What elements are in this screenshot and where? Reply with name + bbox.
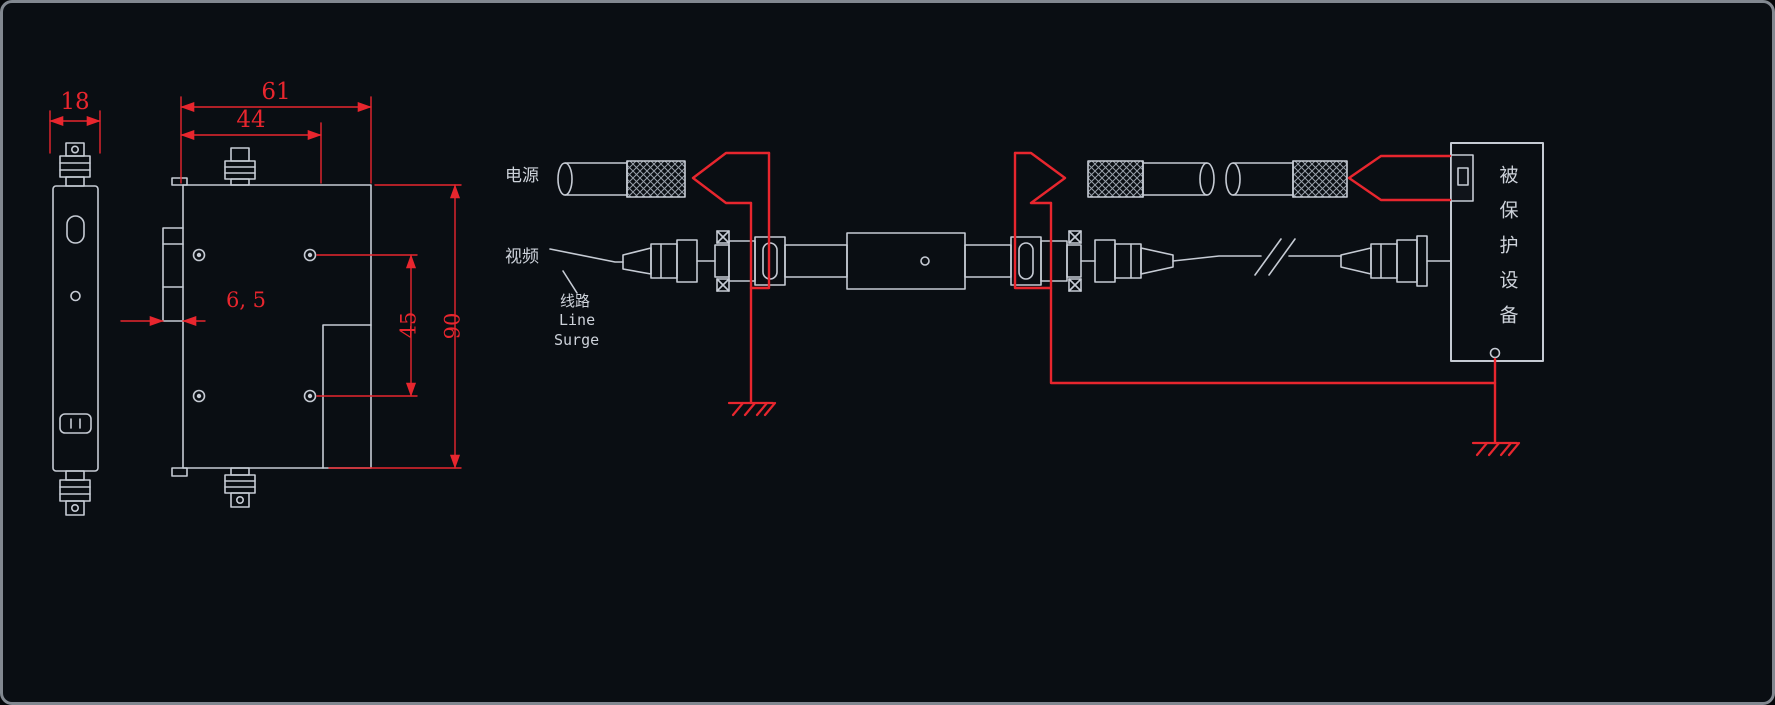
protected-device-label: 被保护设备	[1496, 165, 1519, 340]
protected-device-box	[1450, 142, 1544, 362]
line-surge-label-en: Line	[559, 311, 596, 329]
dim-label-hole-pitch: 45	[396, 311, 421, 339]
dim-label-height: 90	[440, 312, 465, 340]
surge-label: Surge	[554, 331, 600, 349]
dim-label-mount-width: 44	[236, 107, 266, 133]
dim-label-front-width: 61	[261, 79, 291, 105]
line-surge-label-cn: 线路	[560, 292, 591, 310]
power-cable-left	[557, 160, 686, 198]
ground-symbol-left-icon	[727, 401, 777, 417]
dim-44	[180, 122, 322, 184]
video-cable-right	[1080, 235, 1452, 287]
device-side-view	[52, 142, 99, 516]
diagram-canvas	[49, 96, 1544, 516]
red-wiring-left	[691, 151, 771, 405]
dim-18	[49, 110, 101, 154]
dim-90	[328, 184, 462, 469]
device-front-view	[162, 147, 372, 508]
dim-45	[316, 254, 418, 397]
surge-protector-device	[714, 230, 1082, 292]
video-line-label: 视频	[505, 247, 539, 267]
power-line-label: 电源	[505, 166, 539, 186]
video-cable-left	[549, 239, 716, 294]
dim-label-clip-depth: 6, 5	[225, 288, 267, 312]
dim-label-side-width: 18	[60, 89, 90, 115]
power-cable-right	[1087, 160, 1348, 198]
dim-61	[180, 96, 372, 184]
red-wiring-right	[1013, 151, 1497, 445]
ground-symbol-right-icon	[1471, 441, 1521, 457]
